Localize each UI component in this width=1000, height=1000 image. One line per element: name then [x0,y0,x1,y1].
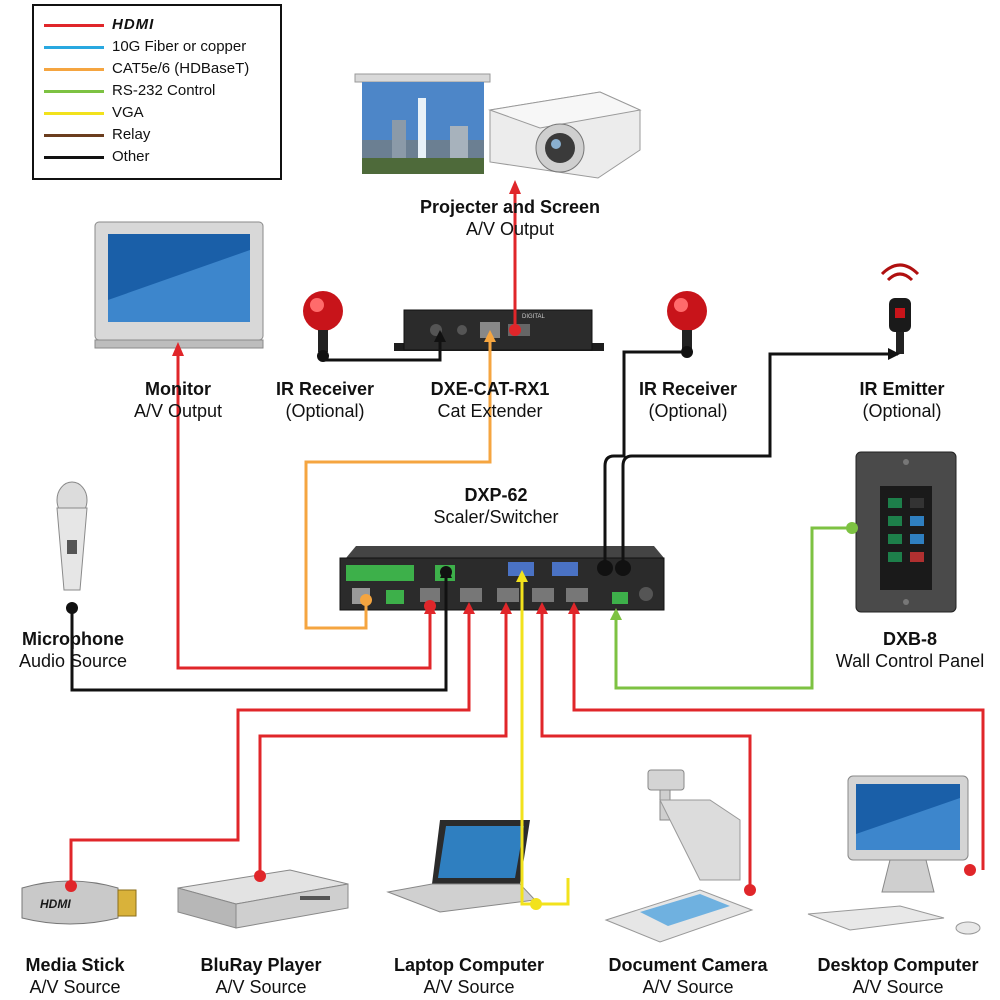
arrow-icon [172,342,184,356]
arrow-icon [509,180,521,194]
extender-label: DXE-CAT-RX1 Cat Extender [410,378,570,422]
bluray-device [177,869,349,929]
connection-dots [65,324,976,910]
device-title: IR Receiver [638,379,738,399]
ir-receiver-right-label: IR Receiver (Optional) [618,378,758,422]
device-subtitle: Wall Control Panel [835,651,985,671]
device-subtitle: A/V Output [465,219,555,239]
ir-receiver-left-label: IR Receiver (Optional) [255,378,395,422]
device-title: Media Stick [25,955,125,975]
legend: HDMI 10G Fiber or copper CAT5e/6 (HDBase… [32,4,282,180]
legend-label: HDMI [112,16,155,33]
extender-brand-label: DIGITAL [522,314,546,320]
cat-extender-device [394,309,604,351]
switcher-device [339,546,665,611]
legend-item-other: Other [44,146,150,168]
arrow-icon [568,602,580,614]
legend-label: VGA [112,104,144,121]
device-title: DXP-62 [464,485,528,505]
media-stick-label: Media Stick A/V Source [8,954,142,998]
device-subtitle: (Optional) [862,401,942,421]
legend-swatch [44,111,104,115]
microphone-label: Microphone Audio Source [2,628,144,672]
legend-item-relay: Relay [44,124,150,146]
legend-item-fiber: 10G Fiber or copper [44,36,246,58]
monitor-label: Monitor A/V Output [98,378,258,422]
legend-swatch [44,133,104,137]
device-subtitle: Audio Source [18,651,128,671]
legend-item-cat: CAT5e/6 (HDBaseT) [44,58,249,80]
legend-label: RS-232 Control [112,82,216,99]
arrow-icon [536,602,548,614]
device-title: IR Receiver [275,379,375,399]
media-stick-logo: HDMI [40,897,71,911]
arrow-icon [463,602,475,614]
legend-swatch [44,155,104,159]
document-camera-device [604,769,754,943]
legend-label: Other [112,148,150,165]
legend-item-vga: VGA [44,102,144,124]
legend-label: CAT5e/6 (HDBaseT) [112,60,250,77]
device-subtitle: A/V Source [423,977,515,997]
arrow-icon [500,602,512,614]
ir-receiver-left [303,291,343,352]
device-subtitle: A/V Source [642,977,734,997]
arrow-icon [484,330,496,342]
legend-label: 10G Fiber or copper [112,38,247,55]
arrow-icon [610,608,622,620]
legend-swatch [44,67,104,71]
legend-item-hdmi: HDMI [44,14,154,36]
microphone [56,481,88,591]
wall-panel-device [855,451,957,613]
laptop-label: Laptop Computer A/V Source [374,954,564,998]
device-subtitle: (Optional) [648,401,728,421]
legend-swatch [44,45,104,49]
device-subtitle: A/V Source [215,977,307,997]
device-subtitle: (Optional) [285,401,365,421]
device-title: Document Camera [608,955,768,975]
device-title: BluRay Player [200,955,322,975]
desktop-device [807,775,981,935]
projection-screen [354,73,491,174]
device-subtitle: A/V Source [29,977,121,997]
laptop-device [386,820,537,913]
device-title: Desktop Computer [817,955,979,975]
legend-swatch [44,89,104,93]
device-title: Monitor [145,379,211,399]
bluray-label: BluRay Player A/V Source [186,954,336,998]
monitor [94,221,264,349]
arrow-icon [888,348,900,360]
projector-label: Projecter and Screen A/V Output [400,196,620,240]
legend-item-rs232: RS-232 Control [44,80,215,102]
desktop-label: Desktop Computer A/V Source [800,954,996,998]
media-stick-device [21,880,137,925]
arrow-icon [516,570,528,582]
wall-panel-label: DXB-8 Wall Control Panel [822,628,998,672]
device-subtitle: Scaler/Switcher [433,507,559,527]
arrow-icon [434,330,446,342]
ir-emitter [880,263,920,354]
projector [488,91,642,179]
device-title: DXB-8 [882,629,937,649]
ir-receiver-right [667,291,707,352]
device-title: Laptop Computer [394,955,544,975]
legend-swatch [44,23,104,27]
doc-camera-label: Document Camera A/V Source [588,954,788,998]
legend-label: Relay [112,126,151,143]
switcher-label: DXP-62 Scaler/Switcher [416,484,576,528]
device-subtitle: Cat Extender [437,401,543,421]
device-subtitle: A/V Source [852,977,944,997]
device-title: Projecter and Screen [419,197,601,217]
ir-emitter-label: IR Emitter (Optional) [832,378,972,422]
wires [69,188,985,906]
device-subtitle: A/V Output [133,401,223,421]
device-title: Microphone [22,629,124,649]
device-title: IR Emitter [859,379,945,399]
device-title: DXE-CAT-RX1 [430,379,550,399]
